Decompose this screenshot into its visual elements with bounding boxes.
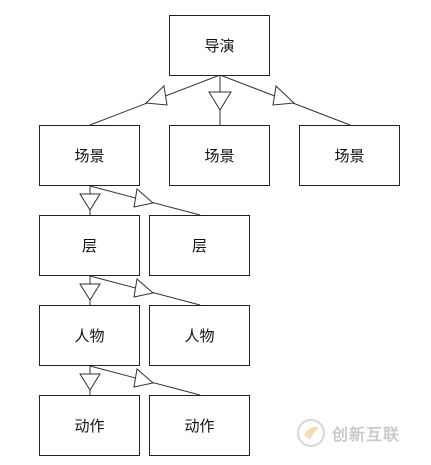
watermark: 创新互联 <box>296 418 400 448</box>
node-scene-2: 场景 <box>169 125 270 186</box>
node-layer-2: 层 <box>149 215 250 276</box>
node-scene-1: 场景 <box>39 125 140 186</box>
node-scene-3-label: 场景 <box>334 147 365 165</box>
node-director-label: 导演 <box>204 37 235 55</box>
chuangxin-logo-icon <box>297 419 325 447</box>
node-layer-1: 层 <box>39 215 140 276</box>
node-director: 导演 <box>169 15 270 76</box>
triangle-marker-director-scene-1 <box>144 84 168 106</box>
triangle-marker-director-scene-3 <box>272 84 296 106</box>
triangle-marker-layer-character-1 <box>79 283 101 301</box>
triangle-marker-character-action-1 <box>79 373 101 391</box>
triangle-marker-director-scene-2 <box>208 91 232 111</box>
node-action-1-label: 动作 <box>74 417 105 435</box>
watermark-text: 创新互联 <box>332 425 401 444</box>
triangle-marker-layer-character-2 <box>133 278 155 298</box>
node-layer-2-label: 层 <box>191 237 207 255</box>
triangle-marker-scene-layer-1 <box>79 193 101 211</box>
node-scene-2-label: 场景 <box>204 147 235 165</box>
node-scene-1-label: 场景 <box>74 147 105 165</box>
node-character-1: 人物 <box>39 305 140 366</box>
node-action-2: 动作 <box>149 395 250 456</box>
node-scene-3: 场景 <box>299 125 400 186</box>
node-action-1: 动作 <box>39 395 140 456</box>
node-character-2: 人物 <box>149 305 250 366</box>
node-character-2-label: 人物 <box>184 327 215 345</box>
node-layer-1-label: 层 <box>81 237 97 255</box>
node-character-1-label: 人物 <box>74 327 105 345</box>
triangle-marker-character-action-2 <box>133 368 155 388</box>
node-action-2-label: 动作 <box>184 417 215 435</box>
triangle-marker-scene-layer-2 <box>133 188 155 208</box>
